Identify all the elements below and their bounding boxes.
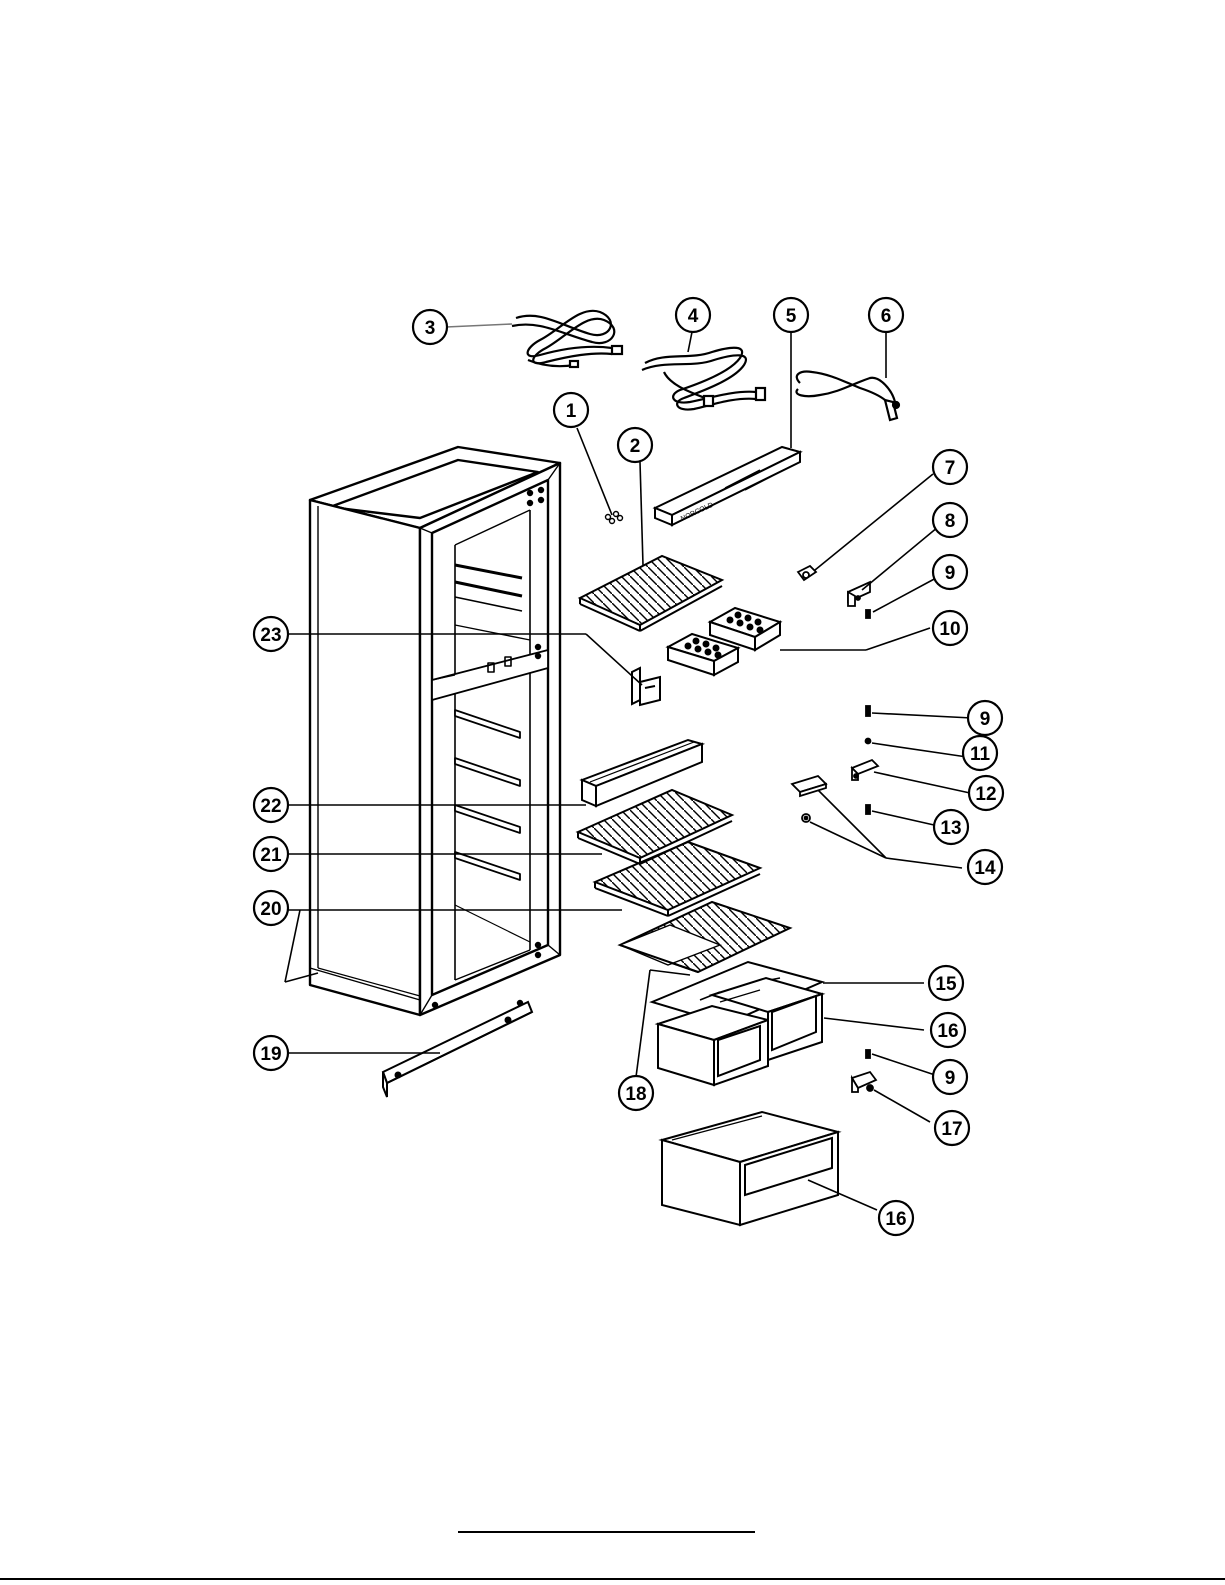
callout-c15: 15 [929, 966, 963, 1000]
callout-c7: 7 [933, 450, 967, 484]
part-3-wire-harness [512, 311, 622, 367]
callout-c10: 10 [933, 611, 967, 645]
part-4-wire-harness [642, 348, 765, 410]
callout-number: 16 [937, 1021, 958, 1042]
callout-c2: 2 [618, 428, 652, 462]
callout-number: 16 [885, 1209, 906, 1230]
callout-c14: 14 [968, 850, 1002, 884]
callout-c22: 22 [254, 788, 288, 822]
callout-c18: 18 [619, 1076, 653, 1110]
callout-number: 19 [260, 1044, 281, 1065]
parts-7-8-9-hardware [798, 566, 870, 618]
callout-number: 10 [939, 619, 960, 640]
callout-number: 5 [786, 306, 797, 327]
callout-c23: 23 [254, 617, 288, 651]
callout-c12: 12 [969, 776, 1003, 810]
part-10-ice-trays [668, 608, 780, 675]
callout-number: 9 [945, 563, 956, 584]
callout-number: 3 [425, 318, 436, 339]
callout-c11: 11 [963, 736, 997, 770]
callout-c19: 19 [254, 1036, 288, 1070]
parts-9-17-hardware [852, 1050, 876, 1092]
callout-number: 18 [625, 1084, 646, 1105]
callout-c9a: 9 [933, 555, 967, 589]
footer-rule [458, 1531, 755, 1533]
callout-c16a: 16 [931, 1013, 965, 1047]
callout-number: 20 [260, 899, 281, 920]
part-20-shelf [595, 842, 760, 916]
callout-c9c: 9 [933, 1060, 967, 1094]
part-18-crisper-shelf [620, 902, 790, 972]
callout-number: 12 [975, 784, 996, 805]
callout-number: 7 [945, 458, 956, 479]
callout-c4: 4 [676, 298, 710, 332]
part-19-bracket [383, 1002, 532, 1097]
callout-number: 15 [935, 974, 957, 995]
callout-c20: 20 [254, 891, 288, 925]
callout-c3: 3 [413, 310, 447, 344]
callout-number: 23 [260, 625, 281, 646]
callout-c5: 5 [774, 298, 808, 332]
callout-number: 9 [980, 709, 991, 730]
callout-number: 8 [945, 511, 956, 532]
callout-c8: 8 [933, 503, 967, 537]
part-23-shelf-clip [632, 668, 660, 705]
page-bottom-rule [0, 1578, 1225, 1580]
part-5-control-housing: NORCOLD [655, 447, 800, 525]
callout-number: 13 [940, 818, 961, 839]
part-16-large-drawer [662, 1112, 838, 1225]
callout-number: 9 [945, 1068, 956, 1089]
part-2-freezer-shelf [580, 556, 722, 631]
parts-9-to-14-hardware [792, 706, 878, 822]
callout-number: 1 [566, 401, 577, 422]
callout-c9b: 9 [968, 701, 1002, 735]
part-1-screws [606, 512, 623, 524]
callout-number: 2 [630, 436, 641, 457]
callout-c6: 6 [869, 298, 903, 332]
callout-c16b: 16 [879, 1201, 913, 1235]
callout-c17: 17 [935, 1111, 969, 1145]
callout-number: 17 [941, 1119, 962, 1140]
callout-number: 4 [688, 306, 699, 327]
callout-c1: 1 [554, 393, 588, 427]
callout-number: 22 [260, 796, 281, 817]
callout-c13: 13 [934, 810, 968, 844]
refrigerator-cabinet [310, 447, 560, 1015]
callout-c21: 21 [254, 837, 288, 871]
callout-number: 11 [970, 744, 991, 765]
callout-number: 6 [881, 306, 892, 327]
callout-number: 14 [974, 858, 996, 879]
part-6-thermostat-probe [797, 372, 899, 420]
callout-number: 21 [260, 845, 282, 866]
